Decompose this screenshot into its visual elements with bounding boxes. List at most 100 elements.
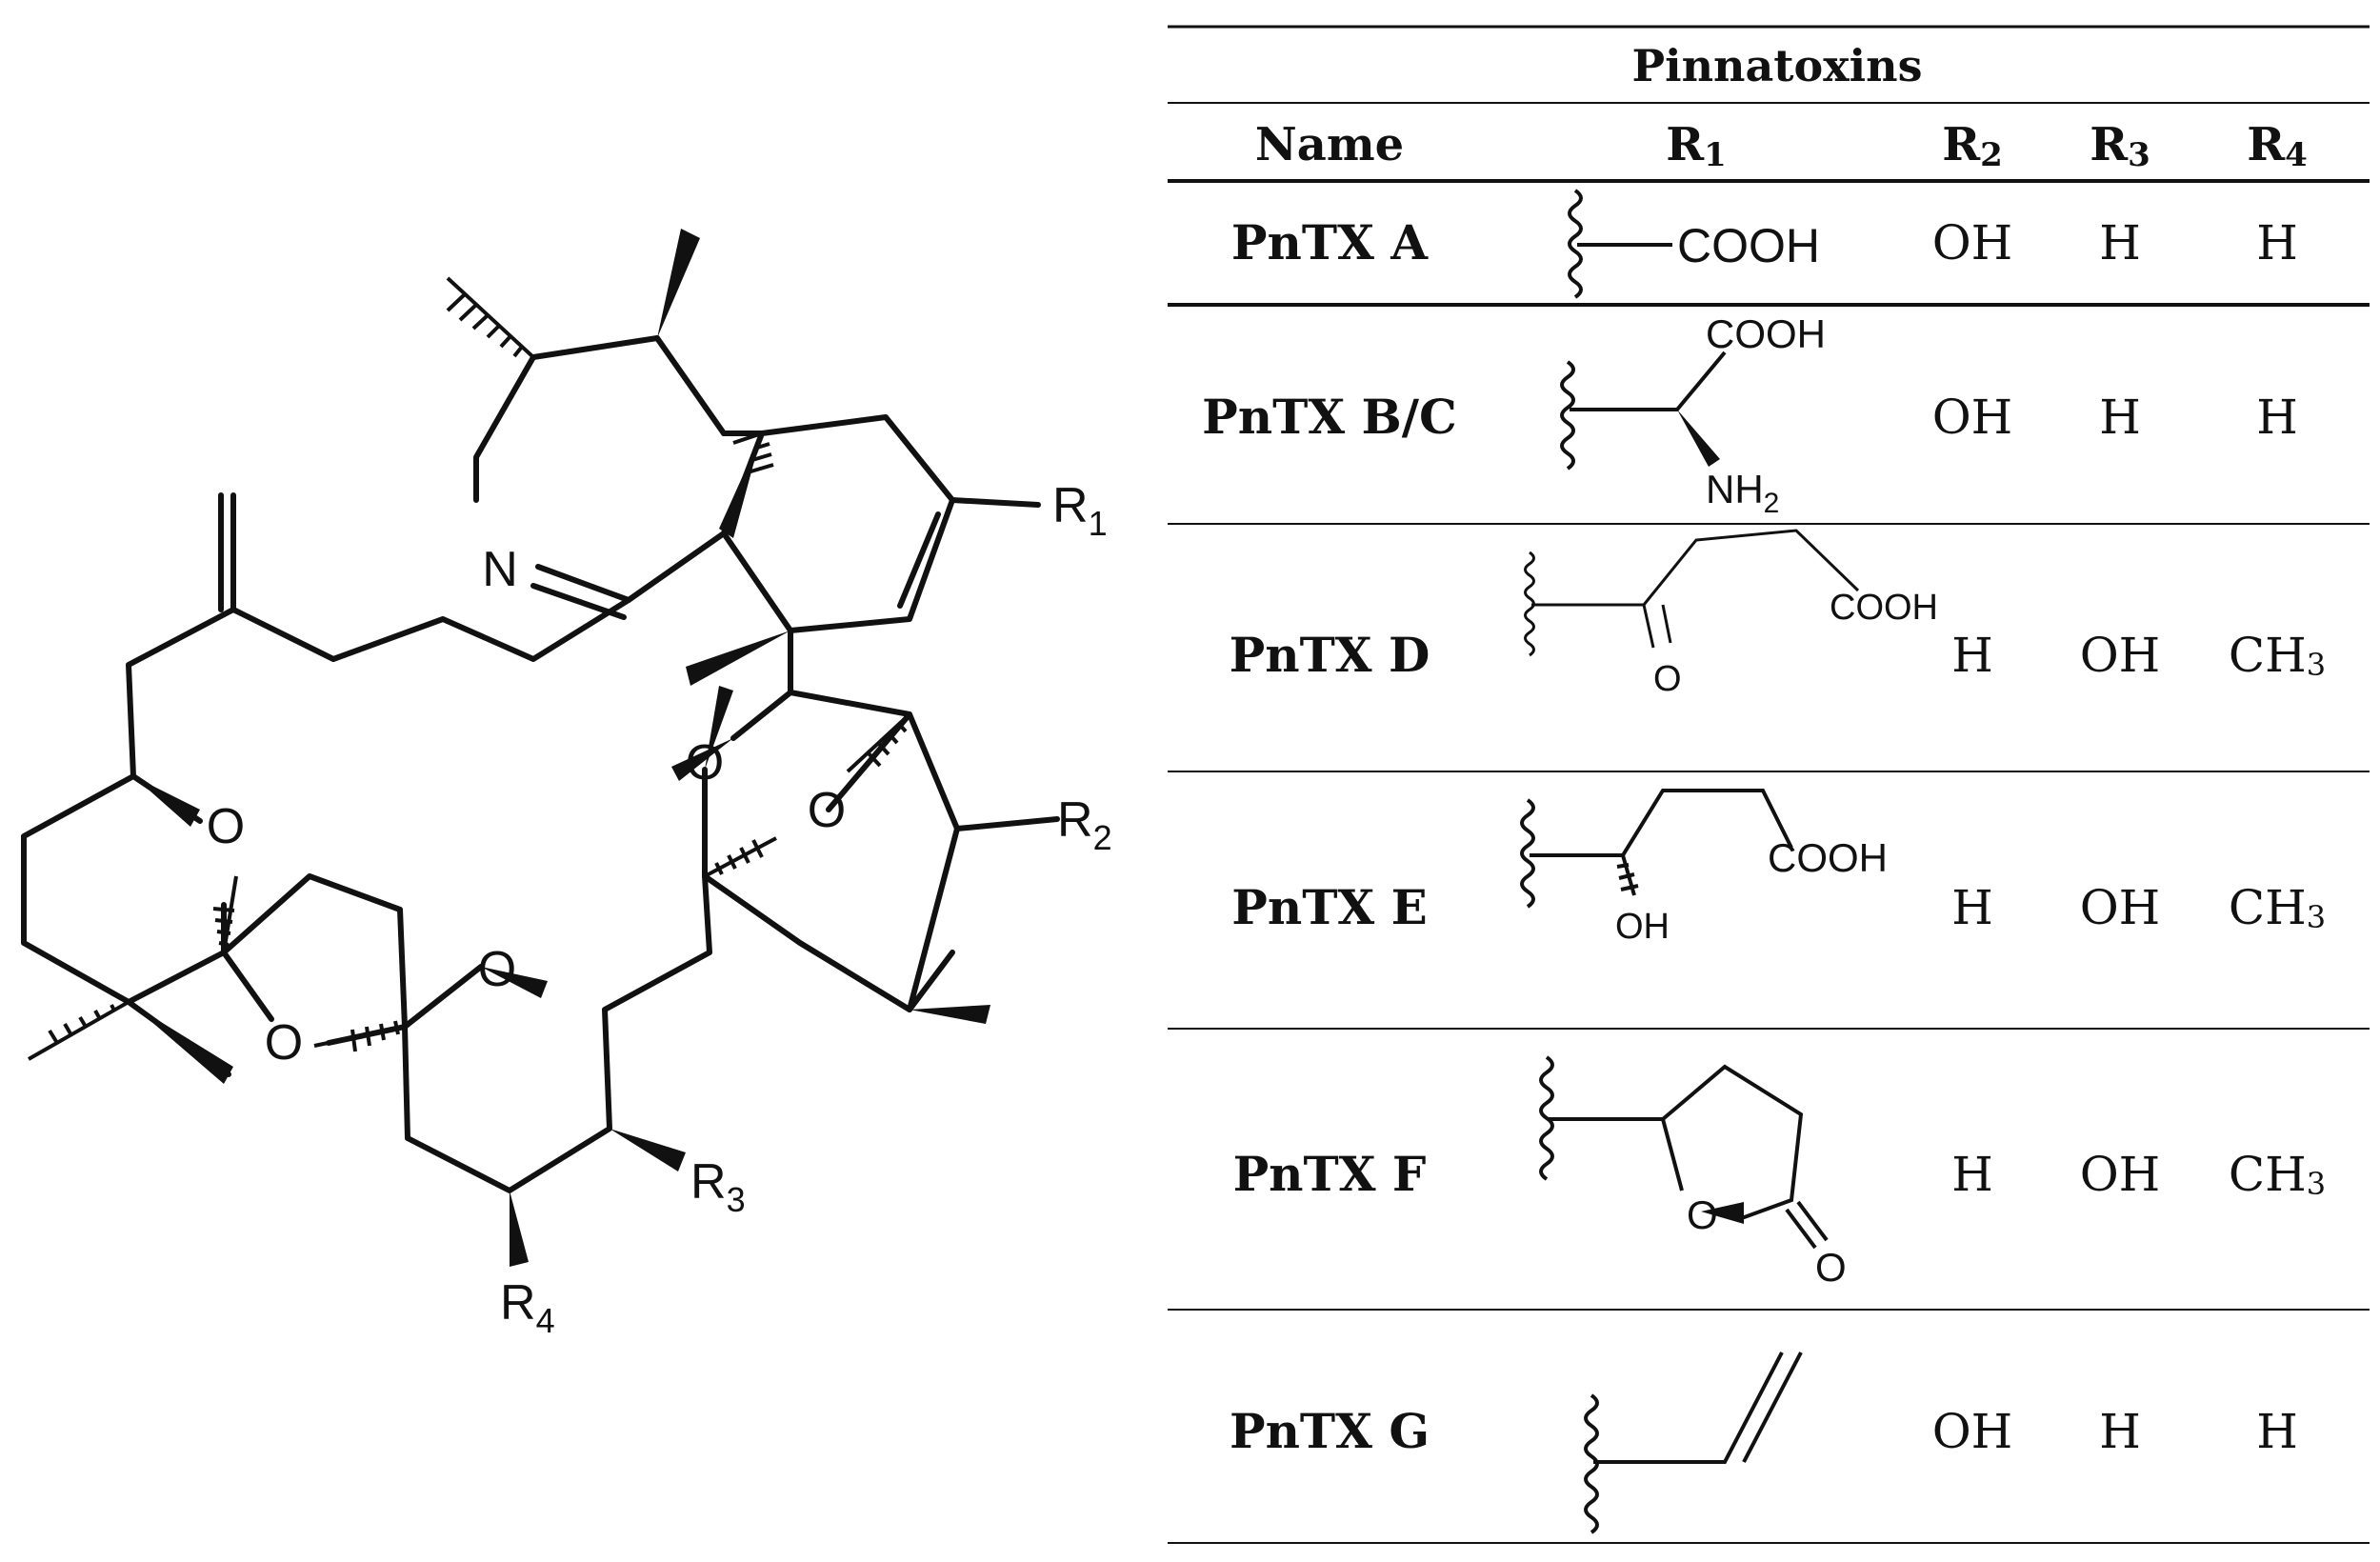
wavy-bond bbox=[1568, 189, 1583, 299]
r1-nh2-label: NH2 bbox=[1706, 467, 1779, 519]
oxygen-label: O bbox=[808, 783, 846, 838]
bond bbox=[626, 531, 727, 603]
bond bbox=[1661, 604, 1672, 644]
table-row: PnTX A COOH OH H H bbox=[1231, 189, 2298, 299]
wedge-bond bbox=[1701, 1202, 1744, 1224]
r1-cooh-label: COOH bbox=[1830, 588, 1938, 628]
r1-structure: O O bbox=[1539, 1055, 1847, 1290]
r1-ring-o-label: O bbox=[1687, 1192, 1718, 1237]
r2-value: OH bbox=[1932, 390, 2013, 445]
r3-value: H bbox=[2099, 1404, 2141, 1459]
wedge-bond bbox=[1677, 410, 1720, 467]
bond bbox=[950, 497, 1041, 508]
table-row: PnTX G OH H H bbox=[1230, 1352, 2298, 1534]
bond bbox=[1742, 1352, 1803, 1463]
row-name: PnTX G bbox=[1230, 1403, 1430, 1459]
wedge-bond bbox=[610, 1129, 686, 1172]
table-row: PnTX D O COOH H OH CH3 bbox=[1230, 529, 2326, 699]
r1-structure: COOH NH2 bbox=[1560, 311, 1826, 519]
bond bbox=[230, 492, 631, 662]
wavy-bond bbox=[1539, 1055, 1554, 1181]
r2-value: OH bbox=[1932, 1404, 2013, 1459]
bond bbox=[1530, 789, 1793, 857]
r4-value: H bbox=[2256, 390, 2298, 445]
r3-value: H bbox=[2099, 215, 2141, 270]
bond bbox=[1642, 529, 1860, 606]
wedge-bond bbox=[129, 1002, 233, 1084]
header-r2: R2 bbox=[1942, 118, 2003, 174]
bond bbox=[730, 690, 793, 741]
row-name: PnTX E bbox=[1231, 879, 1427, 935]
hash-bond bbox=[846, 712, 911, 773]
bond bbox=[530, 335, 660, 360]
bond bbox=[702, 873, 955, 1012]
header-r1: R1 bbox=[1666, 118, 1727, 174]
oxygen-label: O bbox=[265, 1015, 303, 1071]
wedge-bond bbox=[686, 631, 790, 686]
wedge-bond bbox=[671, 738, 733, 781]
bond bbox=[897, 511, 941, 609]
table-row: PnTX E OH COOH H OH CH3 bbox=[1231, 789, 2326, 947]
r1-o-label: O bbox=[1653, 659, 1682, 699]
hash-bond bbox=[212, 875, 238, 953]
r1-structure: COOH bbox=[1568, 189, 1820, 299]
pinnatoxin-substituent-table: Pinnatoxins Name R1 R2 R3 R4 PnTX A COOH… bbox=[1168, 25, 2370, 1544]
bond bbox=[654, 335, 727, 436]
r1-cooh-label: COOH bbox=[1706, 311, 1826, 356]
bond bbox=[1785, 1208, 1817, 1250]
row-name: PnTX D bbox=[1230, 627, 1430, 683]
bond bbox=[788, 628, 960, 831]
header-r3: R3 bbox=[2090, 118, 2150, 174]
oxygen-label: O bbox=[686, 735, 724, 791]
wedge-bond bbox=[657, 229, 700, 338]
wedge-bond bbox=[910, 1005, 990, 1024]
wedge-bond bbox=[133, 776, 200, 827]
r1-label: R1 bbox=[1052, 478, 1108, 543]
bond bbox=[402, 964, 484, 1030]
header-r4: R4 bbox=[2247, 118, 2308, 174]
r2-label: R2 bbox=[1057, 792, 1112, 857]
row-name: PnTX B/C bbox=[1202, 389, 1457, 445]
r4-value: H bbox=[2256, 215, 2298, 270]
hash-bond bbox=[704, 836, 777, 878]
r3-value: OH bbox=[2080, 880, 2161, 935]
oxygen-label: O bbox=[207, 799, 245, 854]
wedge-bond bbox=[481, 967, 548, 998]
nitrogen-label: N bbox=[482, 542, 518, 597]
r1-oh-label: OH bbox=[1615, 907, 1670, 947]
r2-value: H bbox=[1951, 880, 1993, 935]
bond bbox=[1796, 1200, 1829, 1242]
pinnatoxin-core-structure: N O O O O O R1 R2 R3 R4 bbox=[21, 229, 1112, 1340]
r1-structure: OH COOH bbox=[1520, 789, 1888, 947]
bond bbox=[535, 564, 631, 603]
r2-value: OH bbox=[1932, 215, 2013, 270]
oxygen-label: O bbox=[478, 942, 516, 997]
r1-structure: O COOH bbox=[1524, 529, 1938, 699]
bond bbox=[473, 354, 536, 503]
bond bbox=[1531, 603, 1655, 649]
wavy-bond bbox=[1560, 360, 1575, 471]
bond bbox=[221, 950, 274, 1022]
hash-bond bbox=[28, 1000, 130, 1061]
r2-value: H bbox=[1951, 1147, 1993, 1202]
r1-keto-o-label: O bbox=[1815, 1245, 1847, 1290]
wedge-bond bbox=[510, 1191, 529, 1267]
row-name: PnTX F bbox=[1233, 1146, 1427, 1202]
r1-cooh-label: COOH bbox=[1677, 219, 1820, 272]
hash-bond bbox=[313, 1020, 406, 1052]
bond bbox=[126, 607, 236, 824]
bond bbox=[1549, 1064, 1804, 1221]
r4-label: R4 bbox=[500, 1275, 555, 1340]
hash-bond bbox=[446, 276, 535, 359]
bond bbox=[1593, 1352, 1784, 1464]
r4-value: CH3 bbox=[2229, 880, 2326, 935]
hash-bond bbox=[1616, 854, 1639, 896]
bond bbox=[1570, 350, 1727, 411]
table-title: Pinnatoxins bbox=[1632, 40, 1923, 91]
r4-value: CH3 bbox=[2229, 628, 2326, 683]
header-name: Name bbox=[1255, 118, 1404, 171]
r1-structure bbox=[1584, 1352, 1803, 1534]
bond bbox=[402, 873, 712, 1193]
r2-value: H bbox=[1951, 628, 1993, 683]
row-name: PnTX A bbox=[1231, 214, 1429, 270]
